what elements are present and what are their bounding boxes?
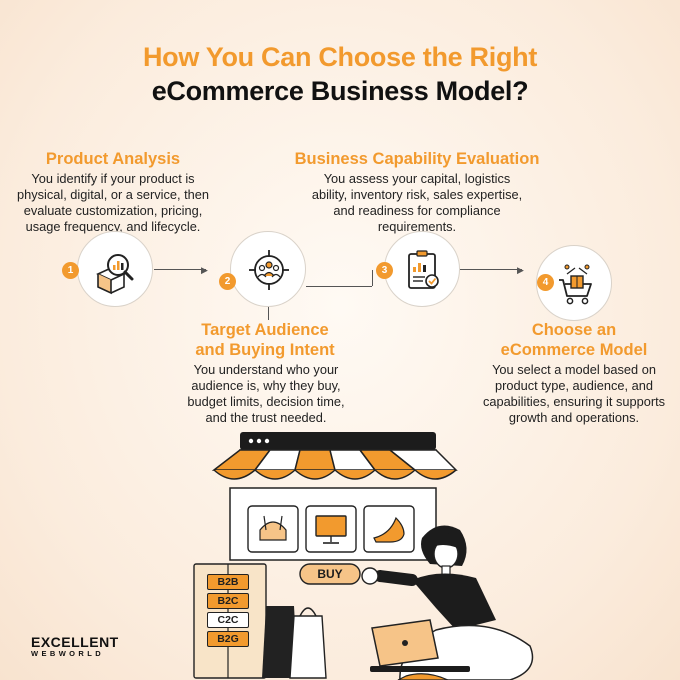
- step-3-circle: [384, 231, 460, 307]
- step-3-title: Business Capability Evaluation: [294, 150, 540, 168]
- shopping-cart-icon: [559, 264, 592, 305]
- step-1-description: You identify if your product is physical…: [16, 171, 210, 234]
- page-title-line-2: eCommerce Business Model?: [151, 76, 529, 106]
- step-2-title: Target Audience and Buying Intent: [195, 321, 335, 359]
- brand-logo: EXCELLENT WEBWORLD: [31, 634, 119, 658]
- step-4-title: Choose an eCommerce Model: [500, 321, 648, 359]
- model-sign-b2b: B2B: [207, 574, 249, 590]
- clipboard-chart-icon: [408, 250, 439, 289]
- target-audience-icon: [249, 250, 289, 290]
- step-4-badge: 4: [537, 274, 554, 291]
- step-3-description: You assess your capital, logistics abili…: [311, 171, 523, 234]
- step-2-badge: 2: [219, 273, 236, 290]
- model-sign-b2g: B2G: [207, 631, 249, 647]
- model-sign-b2c: B2C: [207, 593, 249, 609]
- step-1-circle: [77, 231, 153, 307]
- connector-2-title: [268, 306, 269, 320]
- step-1-badge: 1: [62, 262, 79, 279]
- connector-2-3-vertical: [372, 270, 373, 286]
- arrow-head-icon: ▶: [517, 265, 524, 275]
- step-3-badge: 3: [376, 262, 393, 279]
- arrow-head-icon: ▶: [201, 265, 208, 275]
- connector-2-3: [306, 286, 372, 287]
- step-2-description: You understand who your audience is, why…: [187, 362, 345, 425]
- brand-logo-sub: WEBWORLD: [31, 649, 105, 658]
- page-title-line-1: How You Can Choose the Right: [142, 42, 538, 72]
- step-4-description: You select a model based on product type…: [482, 362, 666, 425]
- brand-logo-name: EXCELLENT: [31, 634, 119, 650]
- page-title: How You Can Choose the Right eCommerce B…: [0, 40, 680, 108]
- model-sign-c2c: C2C: [207, 612, 249, 628]
- connector-1-2: [154, 269, 206, 270]
- product-analysis-icon: [96, 254, 134, 295]
- step-2-circle: [230, 231, 306, 307]
- connector-3-4: [460, 269, 522, 270]
- step-1-title: Product Analysis: [45, 150, 181, 168]
- storefront-illustration: [193, 432, 534, 680]
- buy-button-label: BUY: [317, 567, 343, 581]
